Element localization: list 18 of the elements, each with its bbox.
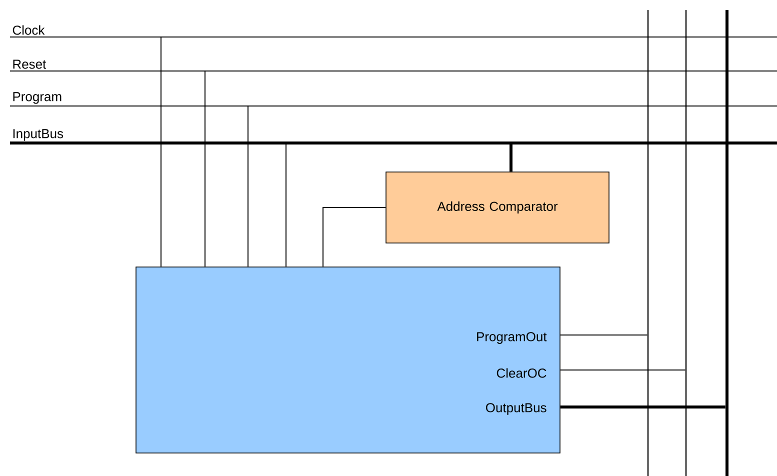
connector-line	[10, 106, 777, 268]
bus-line	[647, 10, 649, 476]
connector-line	[8, 142, 777, 174]
module-block	[136, 266, 560, 454]
connector-line	[560, 406, 726, 408]
signal-label: Program	[13, 92, 62, 104]
connector-line	[10, 142, 286, 268]
comparator-box: Address Comparator	[386, 172, 610, 244]
port-label: ClearOC	[496, 368, 546, 378]
signal-label: InputBus	[13, 129, 64, 141]
connector-line	[560, 334, 648, 336]
bus-line	[685, 10, 687, 476]
signal-label: Reset	[13, 60, 46, 69]
connector-line	[322, 207, 386, 268]
signal-label: Clock	[12, 25, 45, 35]
bus-line	[726, 10, 728, 476]
port-label: ProgramOut	[477, 332, 547, 344]
port-label: OutputBus	[486, 403, 546, 415]
